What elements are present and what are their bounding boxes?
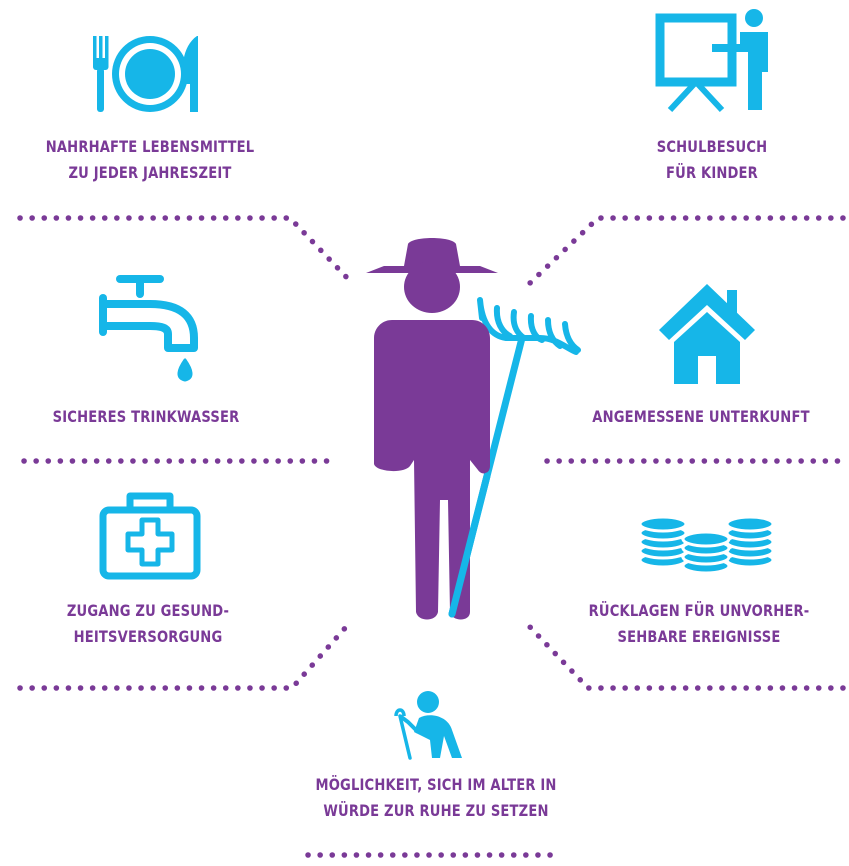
separator-top-left (17, 215, 355, 286)
farmer-hat (366, 238, 498, 273)
coin-stacks-icon (638, 515, 775, 575)
teacher-board-icon (655, 9, 768, 113)
farmer-body (374, 320, 490, 620)
label-school: SCHULBESUCH FÜR KINDER (656, 137, 768, 182)
rake-head (477, 297, 581, 355)
label-water: SICHERES TRINKWASSER (52, 407, 240, 426)
elderly-person-cane-icon (394, 691, 462, 760)
farmer-with-rake-icon (366, 238, 581, 620)
rake-handle-front (448, 472, 491, 618)
water-tap-icon (99, 275, 198, 382)
farmer-head (404, 261, 460, 313)
label-food: NAHRHAFTE LEBENSMITTEL ZU JEDER JAHRESZE… (45, 137, 255, 182)
separator-bottom-right (527, 624, 846, 691)
label-health: ZUGANG ZU GESUND- HEITSVERSORGUNG (66, 601, 230, 646)
dotted-separators (17, 215, 846, 858)
label-savings: RÜCKLAGEN FÜR UNVORHER- SEHBARE EREIGNIS… (588, 601, 810, 646)
separator-bottom-left (17, 624, 349, 691)
label-shelter: ANGEMESSENE UNTERKUNFT (592, 407, 810, 426)
plate-fork-knife-icon (93, 36, 198, 112)
house-icon (659, 284, 755, 384)
label-retirement: MÖGLICHKEIT, SICH IM ALTER IN WÜRDE ZUR … (315, 775, 557, 820)
first-aid-kit-icon (99, 492, 201, 580)
separator-top-right (527, 215, 846, 286)
